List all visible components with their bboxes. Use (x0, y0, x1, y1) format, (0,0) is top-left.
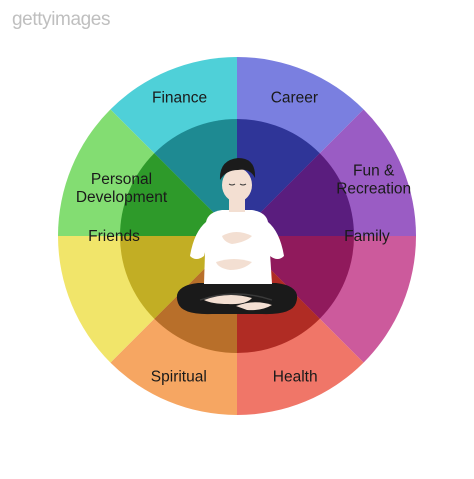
segment-inner-finance (154, 119, 237, 236)
segment-label-finance: Finance (152, 89, 207, 106)
meditating-person-icon (176, 158, 298, 315)
segment-label-spiritual: Spiritual (151, 368, 207, 385)
segment-inner-fun-recreation (237, 153, 354, 236)
segment-label-health: Health (273, 368, 318, 385)
segment-label-family: Family (344, 228, 390, 245)
watermark: gettyimages (12, 9, 111, 30)
segment-label-career: Career (271, 89, 318, 106)
segment-label-friends: Friends (88, 228, 140, 245)
segment-inner-personal-development (120, 153, 237, 236)
segment-label-fun-recreation: Fun &Recreation (336, 162, 411, 197)
segment-inner-career (237, 119, 320, 236)
